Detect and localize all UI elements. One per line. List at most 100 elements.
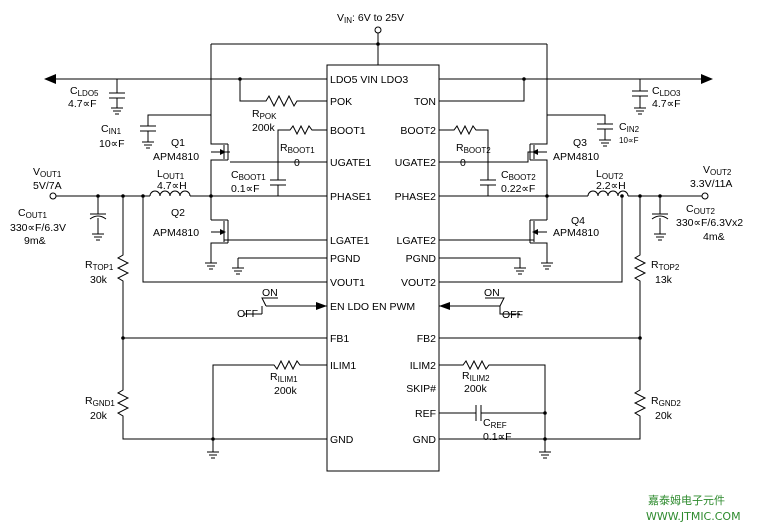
rgnd1-label: RGND1 <box>85 395 115 408</box>
ic-pin-ilim1: ILIM1 <box>330 360 356 372</box>
cldo5-value: 4.7∝F <box>68 98 97 110</box>
rgnd1-value: 20k <box>90 410 108 422</box>
cldo3-label: CLDO3 <box>652 85 681 98</box>
cin2-value: 10∝F <box>619 136 639 145</box>
cout1-esr: 9m& <box>24 235 46 247</box>
en-pwm-on: ON <box>484 287 500 299</box>
en-pwm-off: OFF <box>502 309 523 321</box>
q1-part: APM4810 <box>153 151 199 163</box>
cboot2-label: CBOOT2 <box>501 169 536 182</box>
rgnd2-label: RGND2 <box>651 395 681 408</box>
vout2-sense-wire <box>439 196 623 283</box>
ic-pin-lgate2: LGATE2 <box>397 235 437 247</box>
vin-label: VIN: 6V to 25V <box>337 12 404 25</box>
rilim2-value: 200k <box>464 383 488 395</box>
ic-pin-ton: TON <box>414 96 436 108</box>
ic-pin-lgate1: LGATE1 <box>330 235 370 247</box>
ton-wire <box>439 79 525 102</box>
rtop1-label: RTOP1 <box>85 259 114 272</box>
ic-pin-fb2: FB2 <box>417 333 436 345</box>
q2-label: Q2 <box>171 207 185 219</box>
ic-pin-fb1: FB1 <box>330 333 349 345</box>
ic-pin-pgnd1: PGND <box>330 253 361 265</box>
lout2-label: LOUT2 <box>596 168 624 181</box>
junction <box>121 194 125 198</box>
cin1-value: 10∝F <box>99 138 125 150</box>
junction <box>376 42 380 46</box>
cldo5-capacitor <box>109 79 125 115</box>
ic-pin-phase2: PHASE2 <box>395 191 437 203</box>
vout1-label: VOUT1 <box>33 166 62 179</box>
ic-pin-skip: SKIP# <box>406 383 436 395</box>
rilim1-value: 200k <box>274 385 298 397</box>
junction <box>545 194 549 198</box>
pgnd2-wire <box>439 257 526 275</box>
vout2-value: 3.3V/11A <box>690 178 732 190</box>
cout1-label: COUT1 <box>18 207 47 220</box>
rboot2-value: 0 <box>460 157 466 169</box>
q3-part: APM4810 <box>553 151 599 163</box>
junction <box>638 194 642 198</box>
rpok-value: 200k <box>252 122 276 134</box>
junction <box>638 336 642 340</box>
cboot2-value: 0.22∝F <box>501 183 535 195</box>
lout1-label: LOUT1 <box>157 168 185 181</box>
ic-pin-boot1: BOOT1 <box>330 125 366 137</box>
junction <box>658 194 662 198</box>
cboot1-value: 0.1∝F <box>231 183 260 195</box>
junction <box>96 194 100 198</box>
ic-pin-ugate1: UGATE1 <box>330 157 371 169</box>
ic-pin-ugate2: UGATE2 <box>395 157 436 169</box>
cldo3-value: 4.7∝F <box>652 98 681 110</box>
rilim2-resistor <box>439 359 546 439</box>
vout1-sense-wire <box>142 196 327 283</box>
cboot1-label: CBOOT1 <box>231 169 266 182</box>
ic-pin-pgnd2: PGND <box>406 253 437 265</box>
rilim2-label: RILIM2 <box>462 370 490 383</box>
rtop1-resistor <box>116 196 327 339</box>
rpok-resistor <box>239 79 327 108</box>
rboot2-cboot2 <box>439 124 496 196</box>
vout2-label: VOUT2 <box>703 164 732 177</box>
ic-pin-phase1: PHASE1 <box>330 191 372 203</box>
cref-value: 0.1∝F <box>483 431 512 443</box>
q4-part: APM4810 <box>553 227 599 239</box>
en-ldo-arrow-icon <box>316 302 327 310</box>
phase1-wire <box>210 175 327 220</box>
gnd2-icon <box>539 439 551 459</box>
watermark-url: WWW.JTMIC.COM <box>646 510 741 523</box>
vout1-terminal[interactable] <box>49 192 57 200</box>
ic-pin-top: LDO5 VIN LDO3 <box>330 74 408 86</box>
ic-pin-boot2: BOOT2 <box>400 125 436 137</box>
rboot1-label: RBOOT1 <box>280 142 315 155</box>
junction <box>543 411 547 415</box>
cin1-capacitor <box>140 44 212 149</box>
en-pwm-arrow-icon <box>439 302 450 310</box>
cout2-value: 330∝F/6.3Vx2 <box>676 217 743 229</box>
lgate1-wire <box>223 232 327 241</box>
q3-mosfet <box>529 115 548 175</box>
vout2-terminal[interactable] <box>701 192 709 200</box>
q2-mosfet <box>210 219 229 255</box>
cldo5-label: CLDO5 <box>70 85 99 98</box>
ic-pin-vout2: VOUT2 <box>401 277 436 289</box>
en-pwm-switch[interactable] <box>485 297 520 315</box>
lout1-inductor <box>56 190 211 197</box>
rtop1-value: 30k <box>90 274 108 286</box>
rgnd1-resistor <box>116 338 327 440</box>
cout2-esr: 4m& <box>703 231 725 243</box>
lout2-value: 2.2∝H <box>596 180 626 192</box>
rgnd2-value: 20k <box>655 410 673 422</box>
gnd1-icon <box>207 439 219 459</box>
q4-label: Q4 <box>571 215 585 227</box>
en-ldo-on: ON <box>262 287 278 299</box>
cref-capacitor <box>439 405 545 421</box>
en-ldo-switch[interactable] <box>243 297 278 316</box>
ic-pin-pok: POK <box>330 96 352 108</box>
q4-mosfet <box>529 219 548 255</box>
rtop2-resistor <box>439 196 647 339</box>
rboot1-cboot1 <box>270 124 327 196</box>
rtop2-label: RTOP2 <box>651 259 680 272</box>
